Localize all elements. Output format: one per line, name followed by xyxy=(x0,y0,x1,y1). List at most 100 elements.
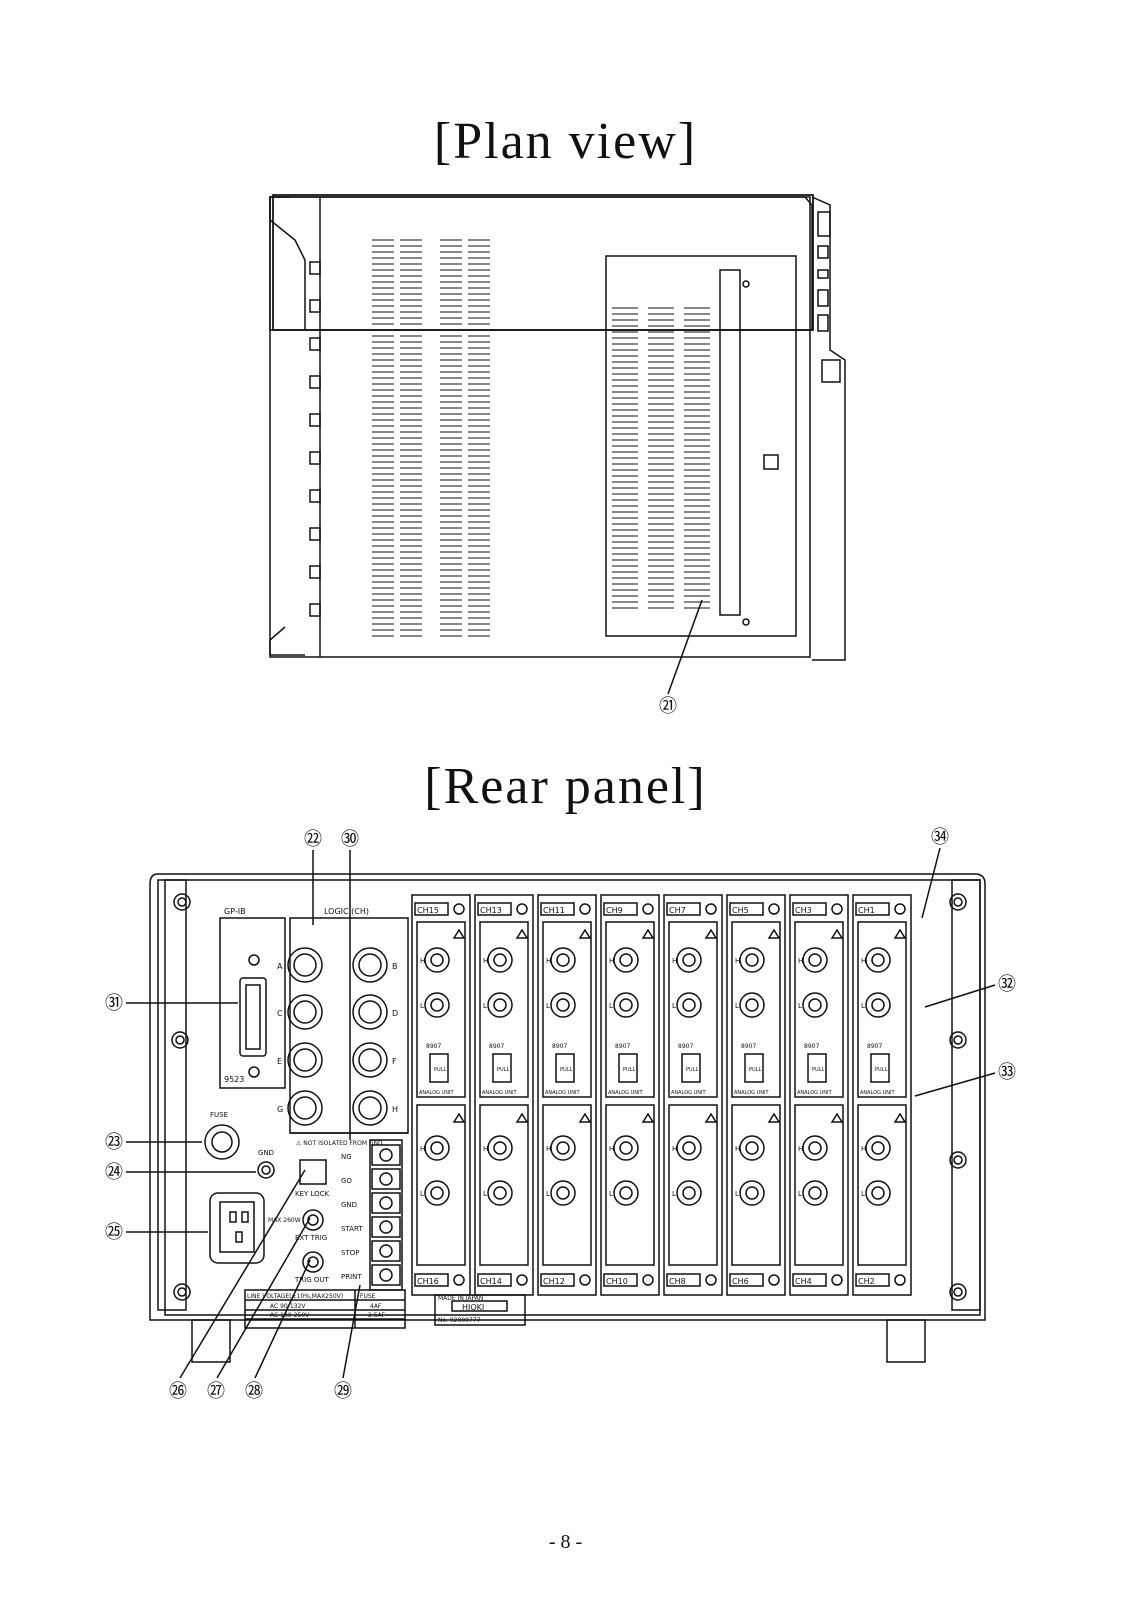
bnc-connector xyxy=(613,947,639,973)
analog-unit-label: ANALOG UNIT xyxy=(482,1090,517,1096)
bnc-connector xyxy=(802,992,828,1018)
terminal-label: NG xyxy=(341,1153,352,1161)
callout-34: ㉞ xyxy=(931,827,949,848)
channel-label-bottom: CH2 xyxy=(858,1277,875,1286)
bnc-connector xyxy=(865,1180,891,1206)
bnc-connector xyxy=(865,947,891,973)
analog-unit-panel xyxy=(668,921,718,1098)
bnc-label: H xyxy=(672,957,677,965)
unit-model-label: 8907 xyxy=(552,1043,567,1050)
analog-unit-panel xyxy=(794,921,844,1098)
screw xyxy=(949,893,967,911)
bnc-label: L xyxy=(672,1190,676,1198)
pull-handle xyxy=(744,1053,764,1083)
bnc-label: H xyxy=(735,1145,740,1153)
bnc-connector xyxy=(613,1180,639,1206)
logic-port-label: E xyxy=(277,1057,282,1066)
terminal-label: GND xyxy=(341,1201,357,1209)
terminal-label: START xyxy=(341,1225,363,1233)
channel-label-bottom: CH8 xyxy=(669,1277,686,1286)
callout-26: ㉖ xyxy=(169,1381,187,1402)
callout-21: ㉑ xyxy=(659,696,677,717)
unit-model-label: 8907 xyxy=(804,1043,819,1050)
bnc-connector xyxy=(739,992,765,1018)
analog-unit-label: ANALOG UNIT xyxy=(419,1090,454,1096)
analog-unit-panel xyxy=(479,1104,529,1266)
bnc-connector xyxy=(550,1180,576,1206)
channel-slot xyxy=(789,894,849,1296)
key-lock-label: KEY LOCK xyxy=(295,1190,330,1198)
bnc-label: L xyxy=(483,1190,487,1198)
analog-unit-panel xyxy=(416,1104,466,1266)
channel-slot xyxy=(852,894,912,1296)
bnc-connector xyxy=(487,1135,513,1161)
voltage-row-2: AC 180-250V xyxy=(270,1312,310,1319)
logic-port-connector xyxy=(352,994,388,1030)
bnc-connector xyxy=(550,992,576,1018)
logic-port-label: B xyxy=(392,962,398,971)
bnc-connector xyxy=(550,1135,576,1161)
bnc-connector xyxy=(739,1135,765,1161)
callout-24: ㉔ xyxy=(105,1162,123,1183)
callout-32: ㉜ xyxy=(998,974,1016,995)
bnc-connector xyxy=(550,947,576,973)
bnc-label: H xyxy=(420,1145,425,1153)
gnd-label: GND xyxy=(258,1149,274,1157)
bnc-label: H xyxy=(735,957,740,965)
bnc-label: H xyxy=(420,957,425,965)
bnc-connector xyxy=(424,992,450,1018)
bnc-connector xyxy=(865,992,891,1018)
channel-slot xyxy=(663,894,723,1296)
analog-unit-panel xyxy=(857,1104,907,1266)
channel-label-top: CH7 xyxy=(669,906,686,915)
bnc-connector xyxy=(802,947,828,973)
bnc-label: H xyxy=(546,957,551,965)
analog-unit-panel xyxy=(731,921,781,1098)
analog-unit-label: ANALOG UNIT xyxy=(671,1090,706,1096)
pull-label: PULL xyxy=(623,1067,635,1073)
bnc-label: L xyxy=(546,1190,550,1198)
logic-port-label: H xyxy=(392,1105,398,1114)
screw xyxy=(171,1031,189,1049)
channel-label-bottom: CH16 xyxy=(417,1277,439,1286)
rear-panel-drawing xyxy=(126,847,996,1379)
unit-model-label: 8907 xyxy=(426,1043,441,1050)
bnc-label: L xyxy=(735,1190,739,1198)
serial-label: No. 92000777 xyxy=(438,1317,481,1324)
pull-label: PULL xyxy=(812,1067,824,1073)
channel-label-bottom: CH12 xyxy=(543,1277,565,1286)
bnc-label: L xyxy=(861,1190,865,1198)
callout-28: ㉘ xyxy=(245,1381,263,1402)
bnc-label: H xyxy=(861,957,866,965)
voltage-row-2-fuse: 2.5AF xyxy=(368,1312,386,1319)
terminal-label: PRINT xyxy=(341,1273,362,1281)
analog-unit-panel xyxy=(542,921,592,1098)
analog-unit-label: ANALOG UNIT xyxy=(545,1090,580,1096)
logic-port-connector xyxy=(352,1090,388,1126)
unit-model-label: 8907 xyxy=(615,1043,630,1050)
terminal-screw xyxy=(371,1192,401,1214)
terminal-screw xyxy=(371,1168,401,1190)
voltage-table-header: LINE VOLTAGE(±10%,MAX250V) xyxy=(247,1293,343,1300)
analog-unit-label: ANALOG UNIT xyxy=(797,1090,832,1096)
screw xyxy=(949,1151,967,1169)
bnc-connector xyxy=(487,992,513,1018)
logic-port-connector xyxy=(287,1042,323,1078)
terminal-label: STOP xyxy=(341,1249,359,1257)
bnc-label: L xyxy=(609,1002,613,1010)
pull-label: PULL xyxy=(686,1067,698,1073)
pull-label: PULL xyxy=(497,1067,509,1073)
logic-port-connector xyxy=(352,1042,388,1078)
model-9523-label: 9523 xyxy=(224,1075,244,1084)
callout-33: ㉝ xyxy=(998,1062,1016,1083)
analog-unit-label: ANALOG UNIT xyxy=(734,1090,769,1096)
analog-unit-panel xyxy=(605,1104,655,1266)
channel-label-top: CH3 xyxy=(795,906,812,915)
terminal-screw xyxy=(371,1240,401,1262)
pull-handle xyxy=(870,1053,890,1083)
logic-label: LOGIC (CH) xyxy=(324,907,369,916)
callout-27: ㉗ xyxy=(207,1381,225,1402)
voltage-row-1-fuse: 4AF xyxy=(370,1303,382,1310)
bnc-label: L xyxy=(798,1190,802,1198)
